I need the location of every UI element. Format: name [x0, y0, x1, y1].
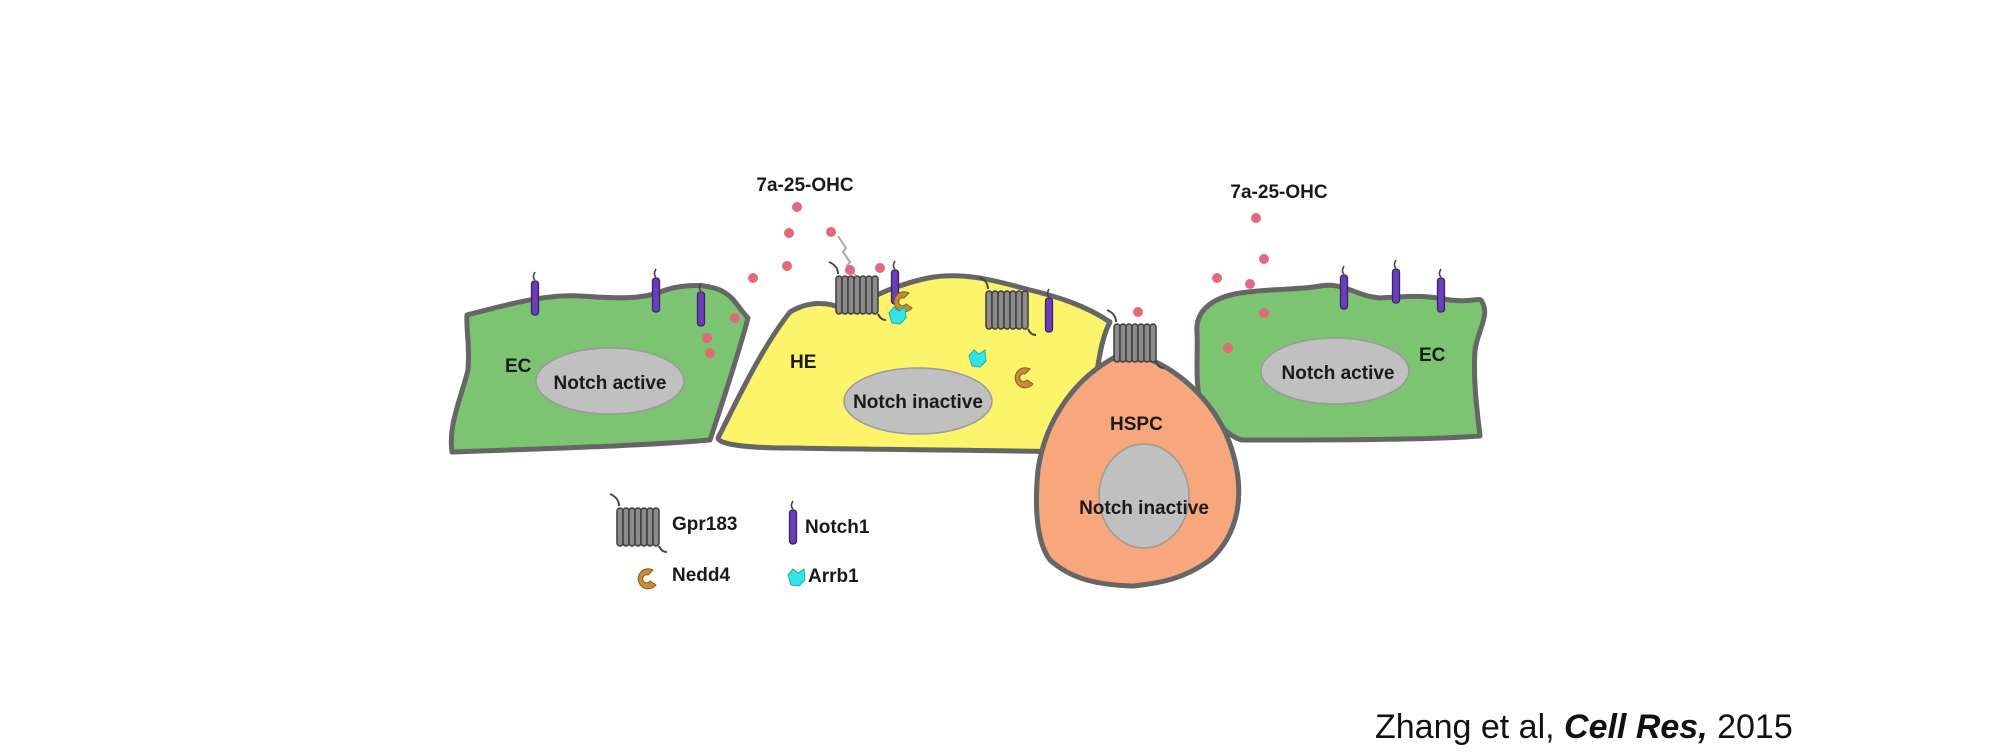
- ligand-dot: [784, 228, 794, 238]
- ligand-dot: [1245, 279, 1255, 289]
- citation-authors: Zhang et al,: [1375, 708, 1555, 746]
- gpr183-receptor-hspc: [1106, 309, 1165, 369]
- ec-left-nucleus-label: Notch active: [554, 373, 667, 394]
- ec-left-nucleus: [535, 347, 685, 415]
- ligand-dot: [705, 348, 715, 358]
- legend-notch1-label: Notch1: [805, 517, 870, 538]
- ligand-dot: [845, 265, 855, 275]
- he-nucleus: [843, 367, 993, 435]
- legend-nedd4-icon: [637, 568, 657, 590]
- legend-gpr183-label: Gpr183: [672, 514, 737, 535]
- ligand-dot: [1259, 254, 1269, 264]
- citation-comma: ,: [1698, 708, 1708, 746]
- ligand-dot: [875, 263, 885, 273]
- legend-nedd4-label: Nedd4: [672, 565, 731, 586]
- hspc-nucleus: [1098, 443, 1190, 549]
- ligand-dot: [730, 313, 740, 323]
- ligand-dot: [1251, 213, 1261, 223]
- ec-left-label: EC: [505, 356, 532, 377]
- ligand-dot: [1133, 307, 1143, 317]
- ligand-dot: [792, 202, 802, 212]
- legend-gpr183-icon: [609, 493, 668, 553]
- signal-label-right: 7a-25-OHC: [1230, 182, 1327, 203]
- ligand-dot: [748, 273, 758, 283]
- ec-right-label: EC: [1419, 345, 1446, 366]
- legend-arrb1-label: Arrb1: [808, 566, 859, 587]
- legend: Gpr183 Notch1 Nedd4 Arrb1: [609, 493, 870, 590]
- hspc-nucleus-label: Notch inactive: [1079, 498, 1209, 519]
- signal-label-left: 7a-25-OHC: [756, 175, 853, 196]
- notch1-receptor-ec-right-2: [1391, 259, 1401, 304]
- citation-year: 2015: [1717, 708, 1793, 746]
- notch1-receptor-ec-left-1: [530, 271, 540, 316]
- notch1-receptor-ec-left-2: [651, 268, 661, 313]
- he-nucleus-label: Notch inactive: [853, 392, 983, 413]
- he-label: HE: [790, 352, 816, 373]
- ligand-dots-left: [702, 202, 885, 358]
- ligand-dot: [1223, 343, 1233, 353]
- ligand-dot: [1212, 273, 1222, 283]
- hspc-label: HSPC: [1110, 414, 1163, 435]
- notch1-receptor-ec-right-1: [1339, 265, 1349, 310]
- citation: Zhang et al, Cell Res, 2015: [1375, 708, 1793, 747]
- citation-journal: Cell Res: [1564, 708, 1699, 746]
- ligand-dot: [1259, 308, 1269, 318]
- ligand-dots-right: [1133, 213, 1269, 353]
- ligand-dot: [782, 261, 792, 271]
- legend-notch1-icon: [788, 500, 798, 545]
- notch1-receptor-ec-right-3: [1436, 268, 1446, 313]
- ligand-dot: [826, 227, 836, 237]
- ligand-dot: [702, 333, 712, 343]
- ec-right-nucleus: [1260, 337, 1410, 405]
- ec-right-nucleus-label: Notch active: [1282, 363, 1395, 384]
- legend-arrb1-icon: [787, 568, 806, 587]
